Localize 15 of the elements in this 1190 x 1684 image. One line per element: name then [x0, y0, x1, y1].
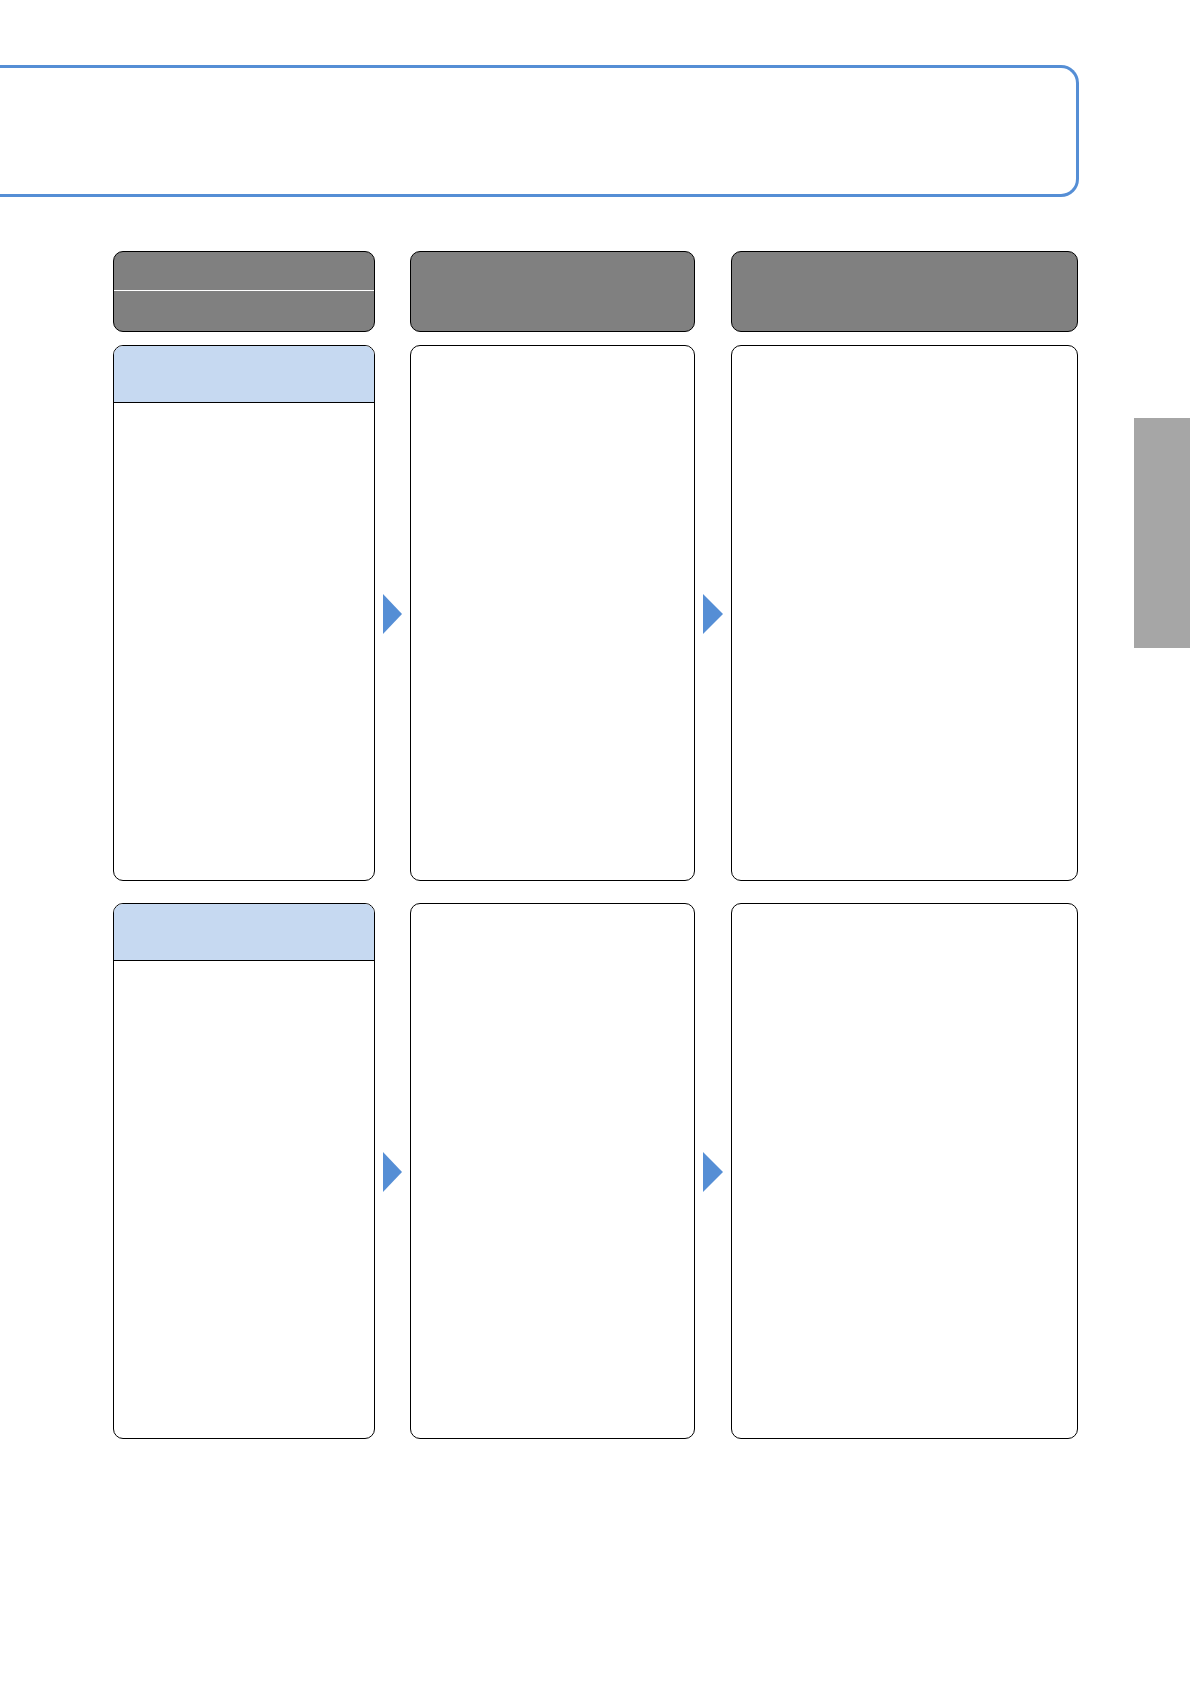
arrow [383, 1152, 402, 1192]
content-panel [113, 903, 375, 1439]
column-header [113, 251, 375, 332]
content-panel [410, 345, 695, 881]
title-banner [0, 65, 1079, 197]
column-header [410, 251, 695, 332]
arrow [703, 1152, 723, 1192]
side-tab [1134, 418, 1190, 648]
column-header [731, 251, 1078, 332]
arrow [383, 594, 402, 634]
content-panel [731, 903, 1078, 1439]
content-panel [731, 345, 1078, 881]
arrow [703, 594, 723, 634]
content-panel [113, 345, 375, 881]
content-panel [410, 903, 695, 1439]
